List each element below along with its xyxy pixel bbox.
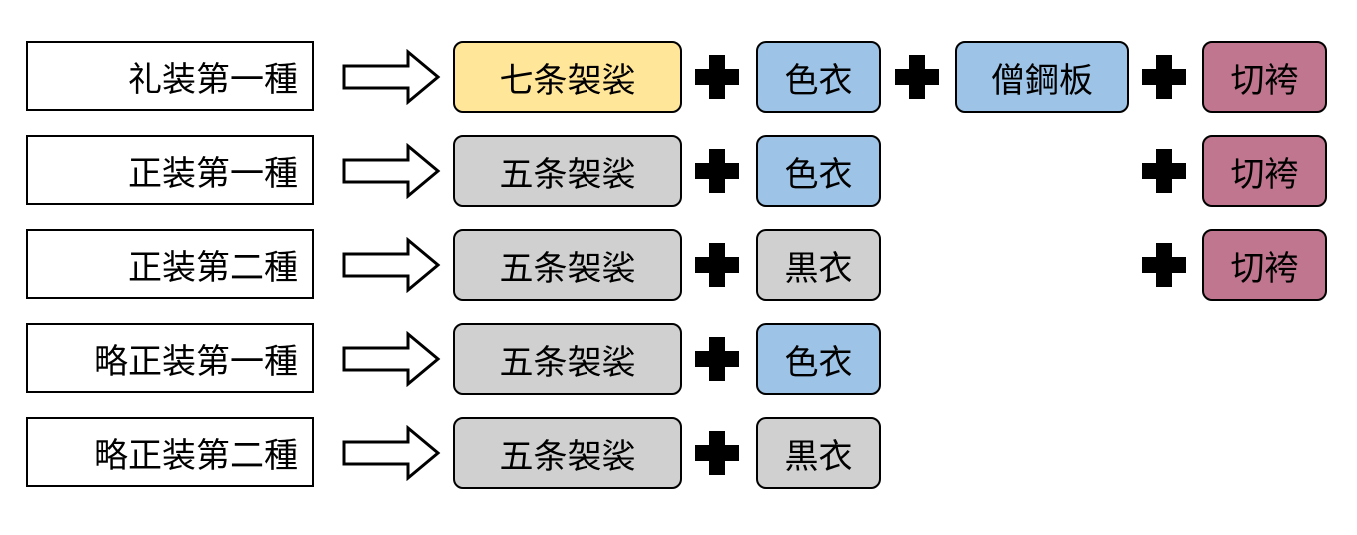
attire-row: 略正装第二種 五条袈裟 黒衣: [0, 416, 1357, 492]
plus-icon: [695, 55, 739, 99]
outline-right-arrow-icon: [342, 143, 441, 199]
attire-row: 正装第二種 五条袈裟 黒衣 切袴: [0, 228, 1357, 304]
kesa-box: 五条袈裟: [453, 135, 682, 207]
kesa-box: 七条袈裟: [453, 41, 682, 113]
hakama-box: 切袴: [1202, 41, 1327, 113]
outline-right-arrow-icon: [342, 49, 441, 105]
plus-icon: [1142, 55, 1186, 99]
kesa-box: 五条袈裟: [453, 323, 682, 395]
koromo-box: 色衣: [756, 41, 881, 113]
rank-label: 正装第二種: [26, 229, 314, 299]
kesa-box: 五条袈裟: [453, 229, 682, 301]
attire-row: 正装第一種 五条袈裟 色衣 切袴: [0, 134, 1357, 210]
attire-row: 礼装第一種 七条袈裟 色衣 僧鋼板 切袴: [0, 40, 1357, 116]
koromo-box: 色衣: [756, 323, 881, 395]
attire-row: 略正装第一種 五条袈裟 色衣: [0, 322, 1357, 398]
rank-label: 略正装第一種: [26, 323, 314, 393]
koromo-box: 黒衣: [756, 229, 881, 301]
plus-icon: [695, 149, 739, 193]
hakama-box: 切袴: [1202, 135, 1327, 207]
rank-label: 正装第一種: [26, 135, 314, 205]
rank-label: 略正装第二種: [26, 417, 314, 487]
rank-label: 礼装第一種: [26, 41, 314, 111]
plus-icon: [895, 55, 939, 99]
plus-icon: [695, 243, 739, 287]
plus-icon: [695, 431, 739, 475]
plus-icon: [1142, 149, 1186, 193]
outline-right-arrow-icon: [342, 237, 441, 293]
hakama-box: 切袴: [1202, 229, 1327, 301]
kesa-box: 五条袈裟: [453, 417, 682, 489]
koromo-box: 黒衣: [756, 417, 881, 489]
plus-icon: [1142, 243, 1186, 287]
outline-right-arrow-icon: [342, 425, 441, 481]
sokou-box: 僧鋼板: [955, 41, 1129, 113]
koromo-box: 色衣: [756, 135, 881, 207]
outline-right-arrow-icon: [342, 331, 441, 387]
plus-icon: [695, 337, 739, 381]
